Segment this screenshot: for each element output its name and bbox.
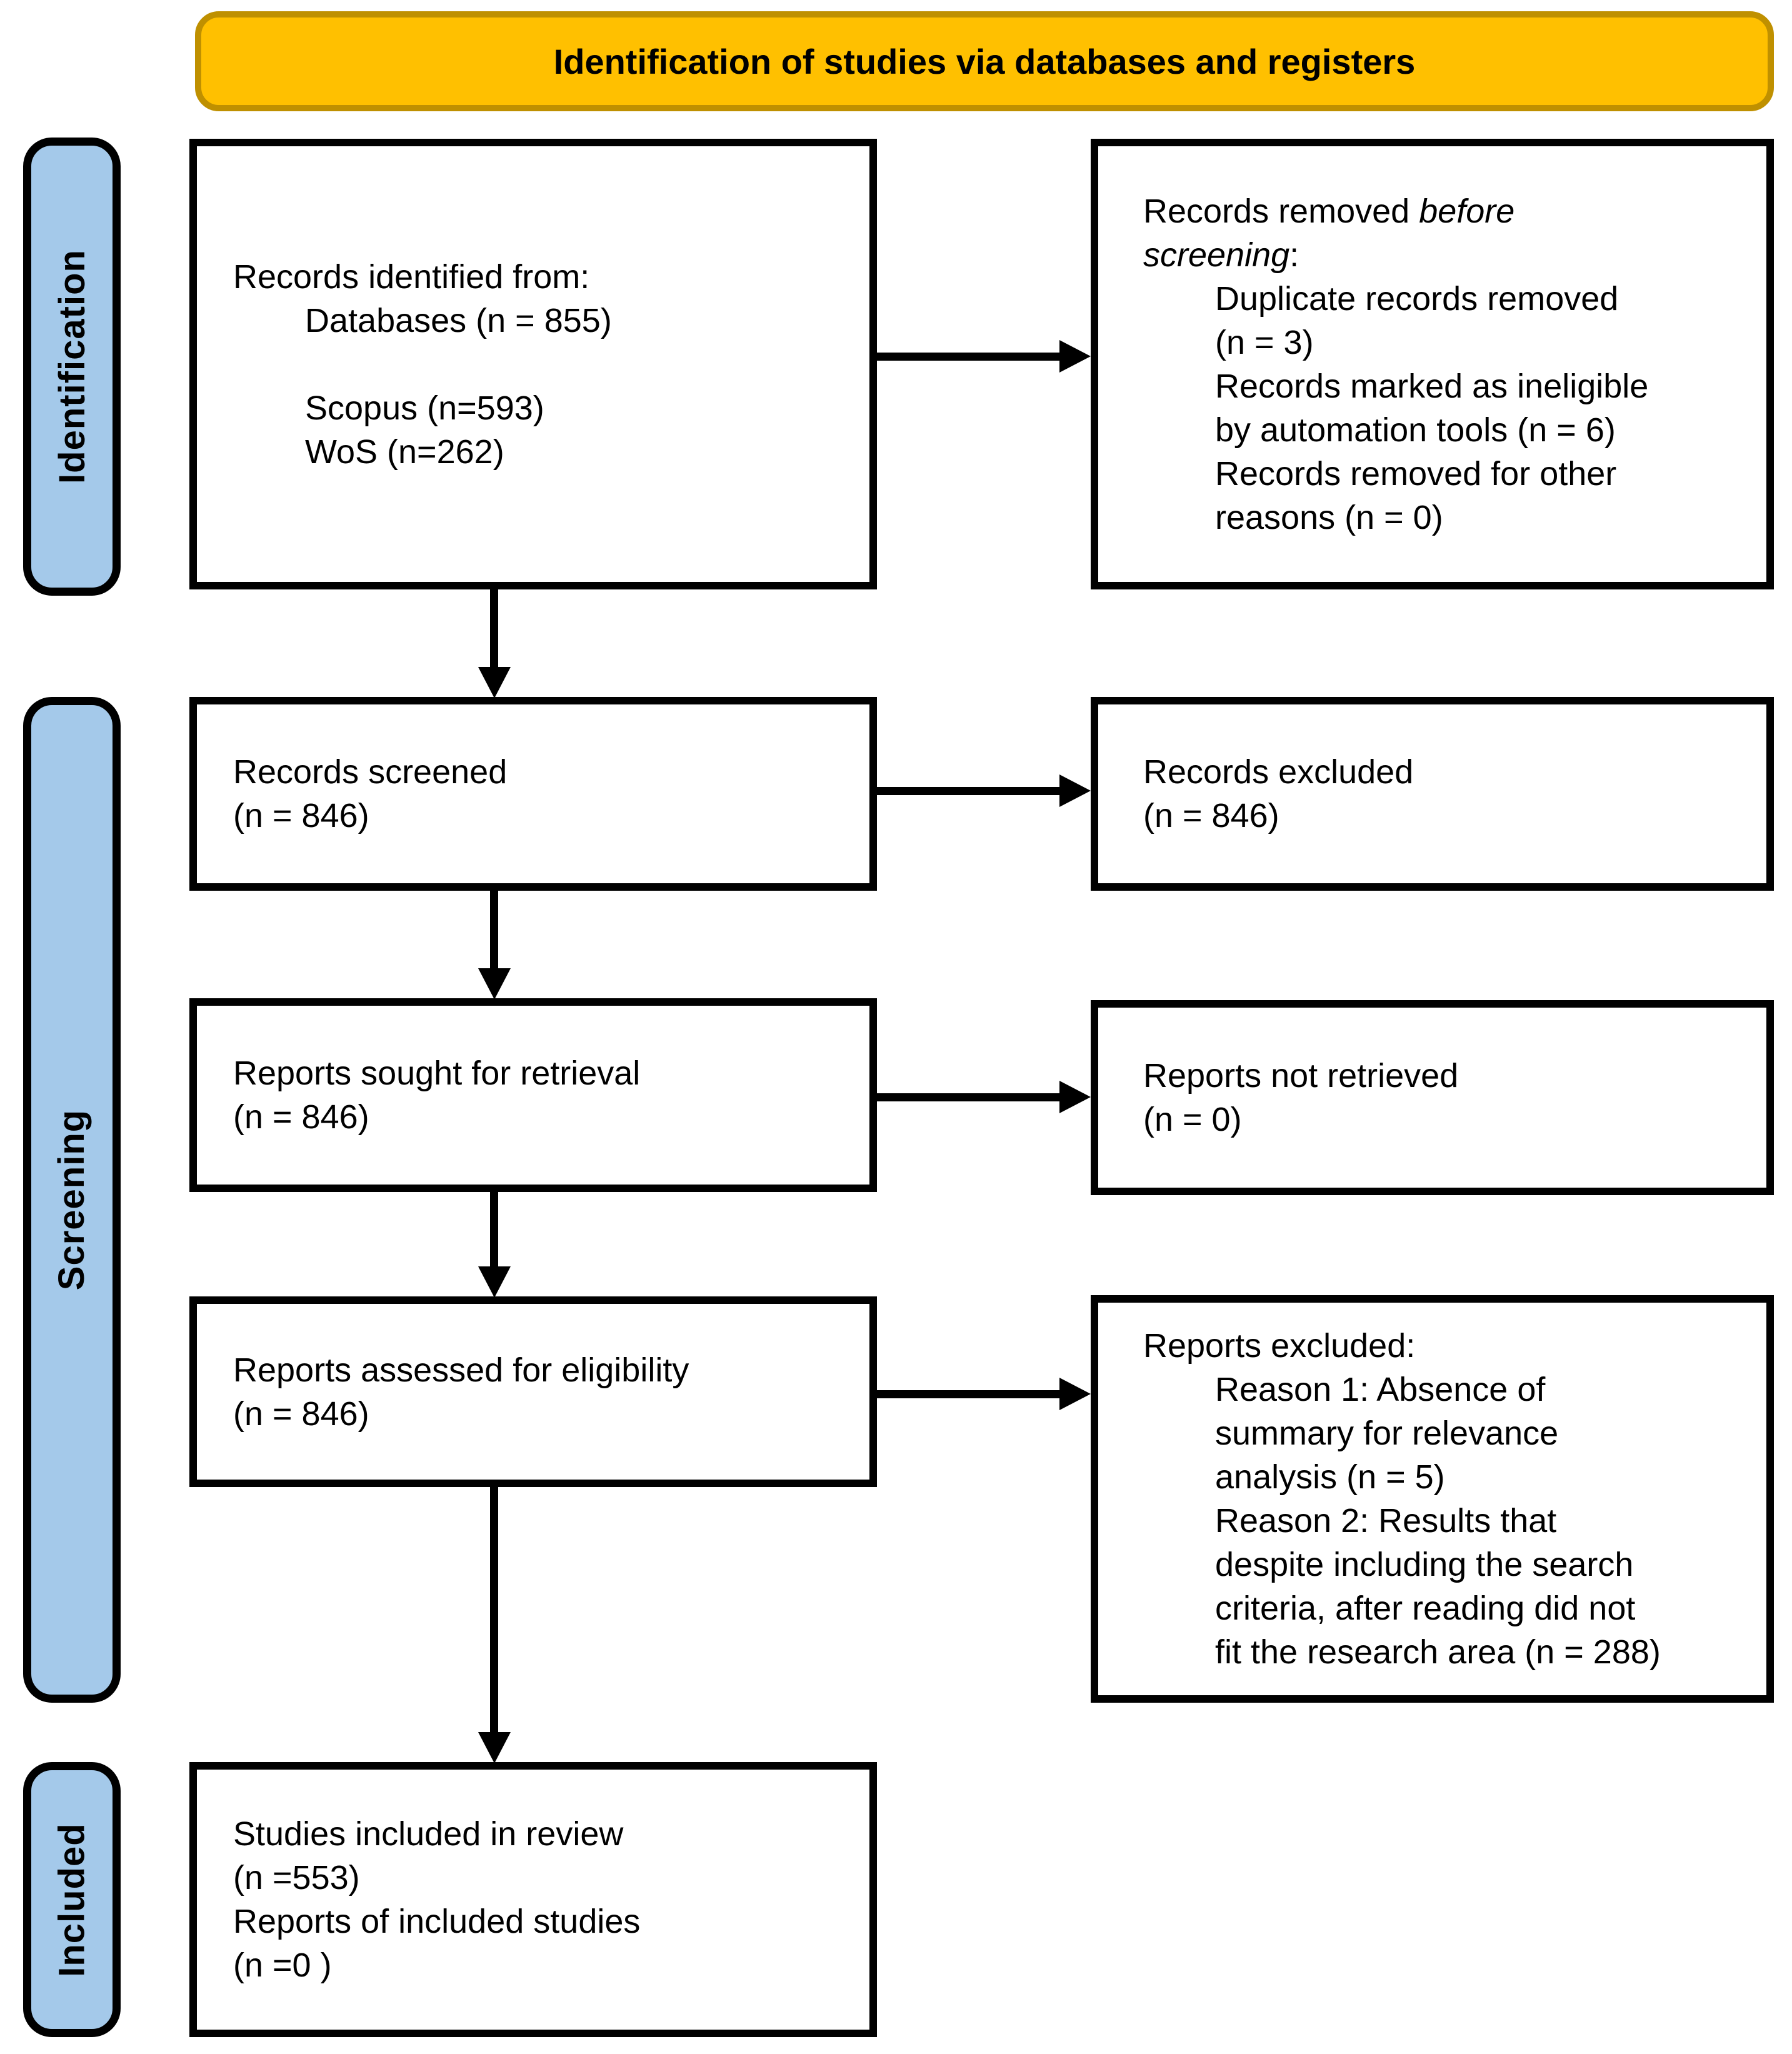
box-text-line: WoS (n=262) bbox=[305, 433, 504, 471]
box-text-line: Studies included in review bbox=[233, 1815, 624, 1853]
box-text-line: Reason 2: Results that bbox=[1215, 1502, 1557, 1540]
box-reports-excluded-reasons: Reports excluded: Reason 1: Absence of sum… bbox=[1091, 1295, 1774, 1703]
box-text-line: Records identified from: bbox=[233, 258, 590, 296]
stage-bar-included: Included bbox=[23, 1762, 121, 2037]
box-text-line: Reports not retrieved bbox=[1143, 1057, 1459, 1095]
arrow-head-right-icon bbox=[1059, 340, 1091, 373]
arrow-shaft bbox=[877, 353, 1062, 361]
arrow-shaft bbox=[490, 589, 498, 668]
box-text-line: (n = 846) bbox=[1143, 797, 1279, 834]
arrow-head-down-icon bbox=[478, 667, 511, 698]
box-text-line: (n = 846) bbox=[233, 1098, 369, 1136]
stage-bar-screening: Screening bbox=[23, 697, 121, 1703]
arrow-shaft bbox=[877, 1390, 1062, 1398]
box-text-line: (n =553) bbox=[233, 1859, 360, 1896]
box-text-line: (n = 846) bbox=[233, 797, 369, 834]
box-records-screened: Records screened (n = 846) bbox=[189, 697, 877, 891]
box-records-excluded: Records excluded (n = 846) bbox=[1091, 697, 1774, 891]
arrow-head-down-icon bbox=[478, 1266, 511, 1298]
arrow-shaft bbox=[490, 1487, 498, 1733]
box-text-line: analysis (n = 5) bbox=[1215, 1458, 1445, 1496]
box-text-line: (n = 846) bbox=[233, 1395, 369, 1433]
arrow-shaft bbox=[877, 1093, 1062, 1101]
box-reports-assessed-for-eligibility: Reports assessed for eligibility (n = 846… bbox=[189, 1296, 877, 1487]
header-title: Identification of studies via databases … bbox=[553, 41, 1416, 81]
box-text-line: despite including the search bbox=[1215, 1546, 1634, 1583]
arrow-shaft bbox=[490, 1192, 498, 1268]
box-studies-included-in-review: Studies included in review (n =553) Report… bbox=[189, 1762, 877, 2037]
box-text-line: Reason 1: Absence of bbox=[1215, 1371, 1546, 1408]
box-records-removed-before-screening: Records removed before screening: Duplicat… bbox=[1091, 139, 1774, 589]
box-text-line: reasons (n = 0) bbox=[1215, 498, 1443, 536]
box-text-line: (n = 3) bbox=[1215, 323, 1314, 361]
arrow-head-right-icon bbox=[1059, 1081, 1091, 1113]
box-text-line: Records excluded bbox=[1143, 753, 1414, 791]
box-text-line: (n =0 ) bbox=[233, 1946, 332, 1984]
arrow-head-down-icon bbox=[478, 1732, 511, 1763]
box-text-line: Records screened bbox=[233, 753, 508, 791]
arrow-head-right-icon bbox=[1059, 1378, 1091, 1410]
box-text-line: Scopus (n=593) bbox=[305, 389, 544, 427]
arrow-shaft bbox=[877, 787, 1062, 795]
header-banner: Identification of studies via databases … bbox=[195, 11, 1774, 111]
arrow-head-down-icon bbox=[478, 968, 511, 999]
stage-label-included: Included bbox=[51, 1822, 93, 1977]
box-records-identified: Records identified from: Databases (n = 8… bbox=[189, 139, 877, 589]
arrow-head-right-icon bbox=[1059, 774, 1091, 807]
box-reports-not-retrieved: Reports not retrieved (n = 0) bbox=[1091, 1000, 1774, 1195]
box-text-line: by automation tools (n = 6) bbox=[1215, 411, 1616, 449]
box-text-line: Records removed before bbox=[1143, 192, 1515, 230]
arrow-shaft bbox=[490, 891, 498, 969]
box-text-line: Records removed for other bbox=[1215, 454, 1617, 493]
stage-bar-identification: Identification bbox=[23, 138, 121, 596]
box-text-line: Duplicate records removed bbox=[1215, 279, 1619, 318]
box-text-line: screening: bbox=[1143, 236, 1299, 274]
box-text-line: Reports sought for retrieval bbox=[233, 1055, 641, 1092]
box-text-line: Reports of included studies bbox=[233, 1903, 641, 1940]
box-text-line: summary for relevance bbox=[1215, 1415, 1559, 1452]
box-text-line: (n = 0) bbox=[1143, 1101, 1242, 1138]
box-text-line: Reports excluded: bbox=[1143, 1327, 1416, 1365]
stage-label-identification: Identification bbox=[51, 249, 93, 484]
box-text-line: Reports assessed for eligibility bbox=[233, 1351, 689, 1389]
box-text-line: Records marked as ineligible bbox=[1215, 367, 1649, 405]
box-reports-sought-for-retrieval: Reports sought for retrieval (n = 846) bbox=[189, 998, 877, 1192]
stage-label-screening: Screening bbox=[51, 1109, 93, 1291]
box-text-line: fit the research area (n = 288) bbox=[1215, 1633, 1661, 1671]
box-text-line: criteria, after reading did not bbox=[1215, 1590, 1636, 1627]
box-text-line: Databases (n = 855) bbox=[305, 301, 612, 339]
box-text-line bbox=[233, 343, 857, 386]
